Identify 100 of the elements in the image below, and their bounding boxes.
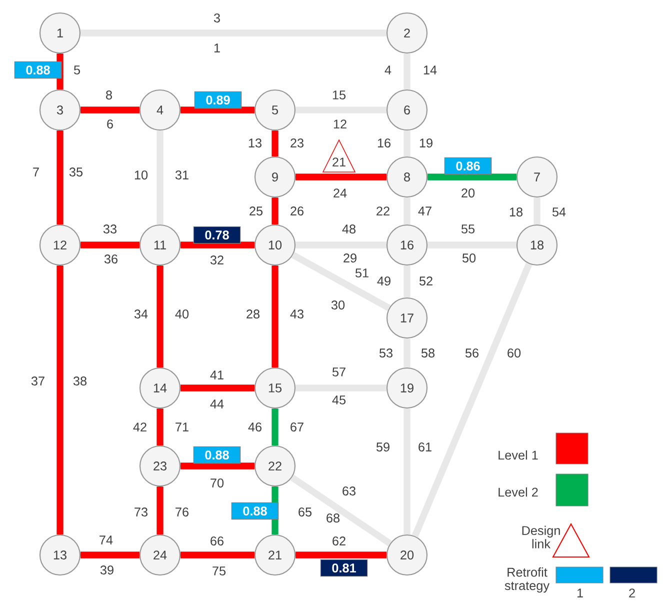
link-number: 38: [73, 376, 86, 386]
link-number: 52: [419, 276, 432, 286]
link-number: 60: [508, 348, 521, 358]
link-number: 28: [246, 310, 260, 318]
link-line: [428, 174, 516, 180]
link-number: 53: [379, 348, 392, 358]
link-number: 33: [103, 224, 116, 234]
link-line: [156, 486, 164, 534]
link-number: 43: [290, 310, 304, 318]
link-number: 55: [461, 224, 475, 234]
link-number: 59: [376, 442, 390, 452]
link-line: [404, 266, 410, 298]
retrofit-value-label: 0.78: [193, 226, 241, 244]
link-number: 39: [100, 566, 114, 574]
link-number: 3: [214, 14, 220, 22]
legend-label: 2: [629, 588, 635, 598]
link-line: [180, 106, 254, 114]
link-number: 26: [290, 206, 304, 216]
link-number: 15: [332, 90, 346, 100]
link-line: [296, 242, 386, 248]
link-number: 37: [31, 376, 44, 386]
link-number: 36: [104, 254, 118, 264]
link-number: 75: [212, 566, 226, 576]
link-line: [404, 54, 410, 90]
link-number: 54: [552, 208, 566, 216]
link-line: [296, 384, 386, 392]
link-number: 58: [421, 348, 434, 358]
legend-label: Level 2: [498, 487, 538, 497]
link-number: 68: [326, 514, 340, 522]
link-line: [272, 266, 278, 368]
link-line: [404, 130, 410, 156]
link-number: 4: [384, 66, 392, 74]
link-number: 29: [344, 254, 356, 262]
retrofit-value-label: 0.86: [444, 157, 492, 175]
link-number: 7: [33, 168, 39, 176]
link-line: [180, 384, 254, 392]
link-line: [404, 198, 410, 224]
link-number: 30: [331, 300, 345, 310]
link-number: 22: [376, 206, 390, 216]
link-number: 46: [248, 422, 262, 432]
link-number: 41: [210, 370, 224, 380]
link-number: 51: [355, 268, 368, 278]
link-line: [296, 552, 386, 558]
retrofit-value-label: 0.81: [320, 559, 368, 577]
link-number: 61: [418, 442, 432, 452]
legend-label: Design link: [522, 526, 560, 548]
link-number: 44: [210, 400, 224, 408]
link-number: 45: [332, 396, 346, 404]
link-line: [404, 408, 410, 534]
link-number: 1: [214, 44, 220, 52]
link-number: 76: [176, 508, 188, 516]
link-line: [56, 266, 64, 534]
link-number: 73: [134, 508, 148, 516]
link-line: [272, 130, 278, 156]
link-number: 42: [133, 422, 146, 432]
link-number: 16: [378, 138, 390, 148]
link-number: 21: [332, 158, 346, 166]
retrofit-value-label: 0.88: [231, 502, 279, 520]
link-line: [291, 252, 391, 311]
link-number: 10: [134, 170, 148, 180]
link-number: 56: [465, 348, 478, 358]
link-line: [428, 242, 516, 248]
retrofit-value-label: 0.89: [194, 91, 242, 109]
link-number: 5: [74, 66, 80, 74]
link-number: 71: [176, 422, 188, 432]
link-number: 65: [298, 508, 312, 516]
link-number: 35: [69, 168, 83, 176]
link-number: 12: [334, 120, 346, 128]
link-line: [272, 198, 278, 224]
link-line: [56, 54, 64, 90]
retrofit-value-label: 0.88: [193, 446, 241, 464]
link-number: 74: [100, 536, 113, 544]
link-number: 31: [175, 170, 188, 180]
link-line: [290, 474, 392, 546]
link-number: 8: [106, 90, 112, 100]
link-line: [80, 106, 140, 114]
link-number: 19: [420, 138, 432, 148]
link-number: 48: [342, 224, 356, 234]
link-line: [156, 130, 164, 224]
link-line: [80, 30, 386, 36]
link-line: [80, 242, 140, 248]
link-number: 62: [332, 536, 346, 546]
link-number: 6: [107, 120, 113, 128]
link-number: 32: [210, 256, 224, 264]
link-line: [296, 106, 386, 114]
link-number: 34: [134, 310, 148, 318]
link-line: [156, 266, 164, 368]
legend-heading: Retrofit strategy: [504, 567, 550, 593]
link-number: 18: [510, 208, 522, 216]
link-number: 57: [332, 368, 346, 376]
link-line: [156, 408, 164, 446]
link-number: 24: [334, 188, 347, 198]
link-number: 13: [248, 138, 262, 148]
link-number: 67: [290, 422, 304, 432]
link-line: [180, 242, 254, 248]
link-number: 23: [290, 138, 304, 148]
link-line: [296, 174, 386, 180]
link-line: [80, 552, 140, 558]
link-number: 49: [377, 276, 390, 286]
link-line: [412, 262, 532, 538]
